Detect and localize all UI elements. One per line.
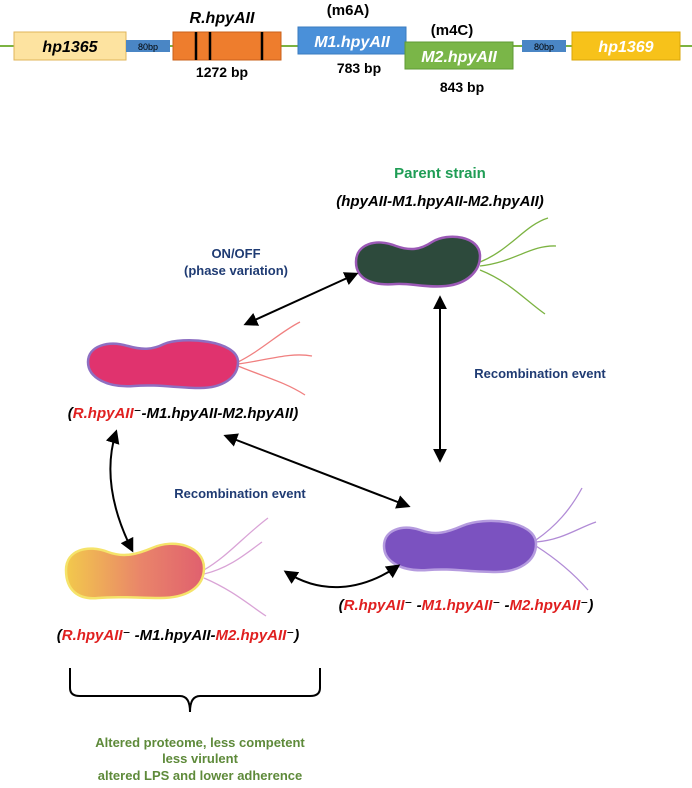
spacer-left-label: 80bp (138, 42, 158, 52)
m1-modification-label: (m6A) (327, 2, 370, 19)
strain-purple-part: ⁻ (580, 597, 588, 614)
arrows (105, 272, 447, 588)
m2-modification-label: (m4C) (431, 22, 474, 39)
spacer-right: 80bp (522, 40, 566, 52)
strain-purple-part: M1.hpyAII (422, 597, 494, 614)
strain-pink-part: ⁻ (134, 405, 142, 422)
parent-bacterium-icon (354, 217, 557, 315)
strain-pink-genotype: (R.hpyAII⁻-M1.hpyAII-M2.hpyAII) (68, 405, 298, 422)
strain-orange-part: ⁻ (123, 627, 131, 644)
gene-m1-hpyaii-label: M1.hpyAII (314, 34, 390, 51)
outcome-line1: Altered proteome, less competent (95, 735, 305, 750)
strain-purple-genotype: (R.hpyAII⁻ -M1.hpyAII⁻ -M2.hpyAII⁻) (339, 597, 594, 614)
gene-map: hp1365 80bp R.hpyAII 1272 bp (m6A) M1.hp… (0, 2, 692, 95)
strain-purple-part: ⁻ (492, 597, 500, 614)
strain-orange-part: -M1.hpyAII- (131, 627, 216, 644)
arrow-orange-purple (283, 564, 401, 588)
strain-purple-part: M2.hpyAII (510, 597, 582, 614)
arrow-pink-orange (105, 429, 134, 553)
gene-m2-hpyaii-size: 843 bp (440, 79, 484, 95)
gene-m1-hpyaii: (m6A) M1.hpyAII 783 bp (297, 2, 407, 76)
gene-m2-hpyaii: (m4C) M2.hpyAII 843 bp (404, 22, 514, 95)
gene-hp1365-label: hp1365 (42, 39, 98, 56)
strain-purple-part: ) (586, 597, 593, 614)
outcome-line2: less virulent (162, 751, 239, 766)
strain-orange-part: M2.hpyAII (216, 627, 288, 644)
strain-orange-part: ) (292, 627, 299, 644)
parent-strain-genotype: (hpyAII-M1.hpyAII-M2.hpyAII) (336, 193, 544, 210)
strain-purple-part: ⁻ (405, 597, 413, 614)
grouping-brace (69, 668, 321, 713)
gene-hp1369: hp1369 (571, 31, 681, 61)
strain-orange-part: ( (57, 627, 64, 644)
gene-m1-hpyaii-size: 783 bp (337, 60, 381, 76)
onoff-label-line1: ON/OFF (211, 246, 260, 261)
recombination-label-center: Recombination event (174, 486, 306, 501)
arrow-parent-pink (243, 272, 359, 326)
gene-hp1369-label: hp1369 (598, 39, 653, 56)
pink-bacterium-icon (86, 321, 313, 396)
strain-pink-part: ( (68, 405, 75, 422)
gene-r-hpyaii-size: 1272 bp (196, 64, 248, 80)
strain-purple-part: ( (339, 597, 346, 614)
recombination-label-right: Recombination event (474, 366, 606, 381)
strain-purple-part: - (412, 597, 421, 614)
strain-pink-part: R.hpyAII (73, 405, 135, 422)
parent-strain-title: Parent strain (394, 165, 486, 182)
spacer-right-label: 80bp (534, 42, 554, 52)
gene-hp1365: hp1365 (13, 31, 127, 61)
strain-orange-genotype: (R.hpyAII⁻ -M1.hpyAII-M2.hpyAII⁻) (57, 627, 300, 644)
onoff-label-line2: (phase variation) (184, 263, 288, 278)
strain-orange-part: ⁻ (286, 627, 294, 644)
strain-orange-part: R.hpyAII (62, 627, 124, 644)
strain-purple-part: R.hpyAII (344, 597, 406, 614)
strain-pink-part: -M1.hpyAII-M2.hpyAII) (142, 405, 299, 422)
gene-r-hpyaii: R.hpyAII 1272 bp (172, 10, 282, 80)
gene-m2-hpyaii-label: M2.hpyAII (421, 49, 497, 66)
purple-bacterium-icon (382, 487, 597, 591)
strain-purple-part: - (500, 597, 509, 614)
orange-bacterium-icon (64, 517, 269, 617)
gene-r-hpyaii-label: R.hpyAII (190, 10, 255, 27)
outcome-line3: altered LPS and lower adherence (98, 768, 302, 783)
spacer-left: 80bp (126, 40, 170, 52)
arrow-pink-purple (223, 433, 411, 509)
